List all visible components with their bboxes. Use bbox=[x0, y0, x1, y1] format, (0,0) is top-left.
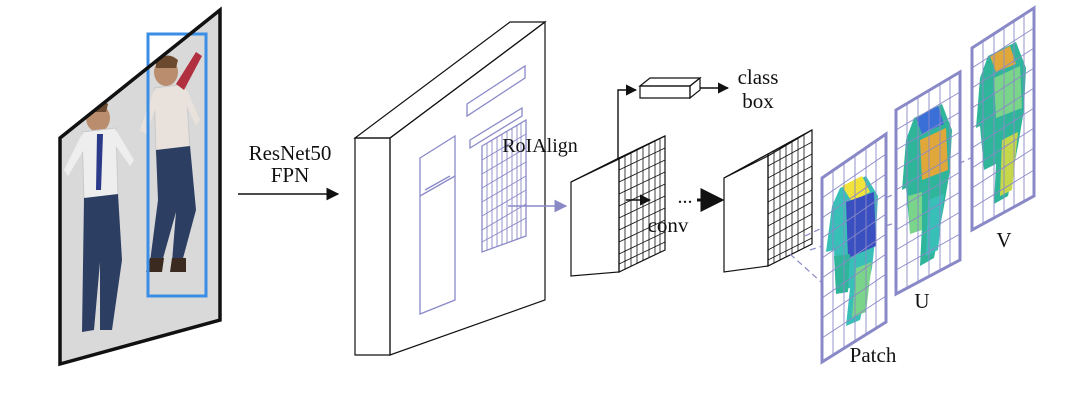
ellipsis-label: ... bbox=[678, 186, 693, 208]
v-label: V bbox=[996, 228, 1011, 252]
detection-box bbox=[146, 32, 208, 298]
cls-box-head bbox=[638, 76, 702, 100]
roi-grid bbox=[481, 118, 527, 253]
patch-label: Patch bbox=[850, 343, 897, 367]
input-image bbox=[58, 6, 222, 367]
class-label: class bbox=[738, 65, 779, 89]
v-output-panel bbox=[970, 5, 1036, 233]
head-feature-tensor bbox=[723, 128, 813, 273]
patch-output-panel bbox=[820, 131, 888, 365]
roi-boxes bbox=[419, 64, 526, 315]
feature-map bbox=[353, 20, 547, 356]
cls-branch-line bbox=[617, 84, 638, 160]
u-label: U bbox=[914, 289, 929, 313]
roialign-label: RoIAlign bbox=[502, 135, 578, 157]
backbone-label-line1: ResNet50 bbox=[249, 141, 332, 165]
backbone-label-line2: FPN bbox=[271, 163, 310, 187]
people-photo bbox=[64, 52, 202, 332]
u-output-panel bbox=[894, 69, 962, 297]
roi-feature-tensor bbox=[570, 135, 666, 277]
conv-label: conv bbox=[648, 213, 689, 237]
box-label: box bbox=[742, 89, 774, 113]
